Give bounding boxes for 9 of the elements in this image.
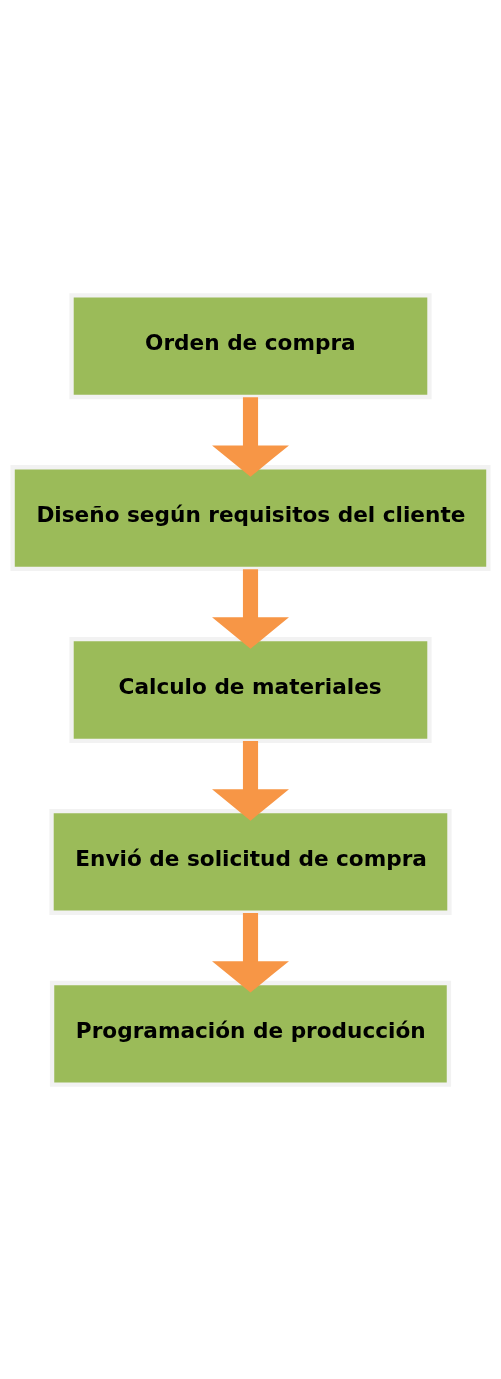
arrow [212,912,289,993]
arrow [212,396,289,477]
node-box: Calculo de materiales [69,636,432,743]
node-box: Orden de compra [69,292,432,399]
node-box: Diseño según requisitos del cliente [10,464,491,571]
arrow [212,568,289,649]
node-box: Programación de producción [49,980,452,1087]
node-box: Envió de solicitud de compra [49,808,452,915]
arrow [212,740,289,821]
